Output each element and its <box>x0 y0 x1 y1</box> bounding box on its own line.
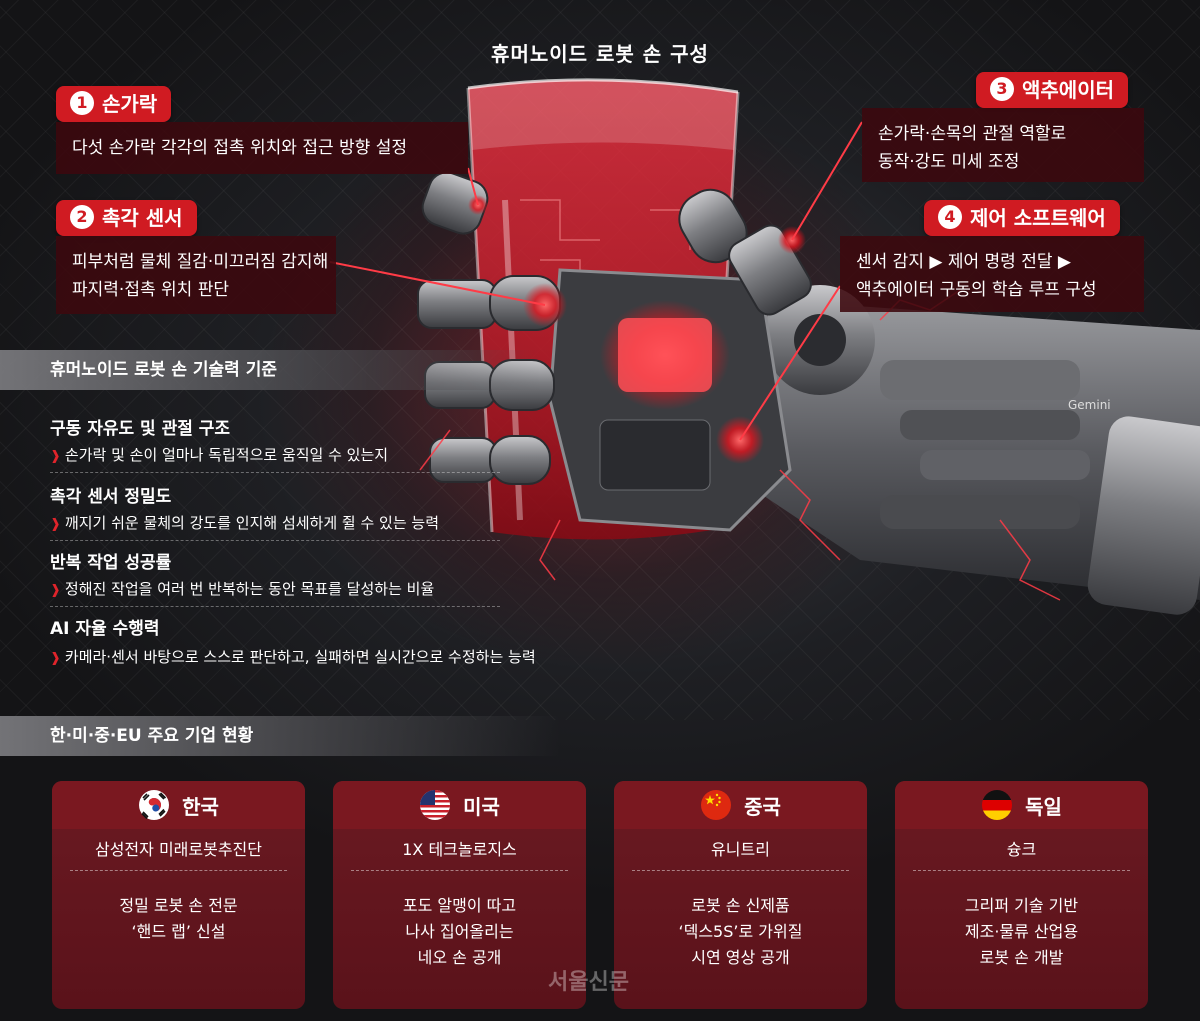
divider <box>50 606 500 607</box>
desc-line: ‘덱스5S’로 가위질 <box>678 922 803 941</box>
image-credit: Gemini <box>1068 398 1111 412</box>
divider <box>50 540 500 541</box>
component-label: 액추에이터 <box>1022 78 1114 102</box>
country-name: 중국 <box>744 794 781 819</box>
criterion-title: AI 자율 수행력 <box>50 619 160 639</box>
criterion-title: 반복 작업 성공률 <box>50 553 172 573</box>
desc-line: 액추에이터 구동의 학습 루프 구성 <box>856 280 1097 300</box>
number-badge: 3 <box>990 77 1014 101</box>
korea-flag-icon <box>139 790 170 820</box>
component-desc-actuator: 손가락·손목의 관절 역할로 동작·강도 미세 조정 <box>862 108 1144 182</box>
criterion-desc-text: 정해진 작업을 여러 번 반복하는 동안 목표를 달성하는 비율 <box>64 580 435 598</box>
criterion-title: 구동 자유도 및 관절 구조 <box>50 419 231 439</box>
criterion-desc: ❱깨지기 쉬운 물체의 강도를 인지해 섬세하게 쥘 수 있는 능력 <box>50 512 439 533</box>
divider <box>50 472 500 473</box>
desc-line: 로봇 손 개발 <box>979 948 1064 967</box>
chevron-right-icon: ❱ <box>50 583 61 598</box>
company-name: 유니트리 <box>632 829 849 871</box>
company-desc: 로봇 손 신제품 ‘덱스5S’로 가위질 시연 영상 공개 <box>614 871 867 971</box>
desc-line: 피부처럼 물체 질감·미끄러짐 감지해 <box>72 252 329 272</box>
company-card-usa: 미국 1X 테크놀로지스 포도 알맹이 따고 나사 집어올리는 네오 손 공개 <box>333 781 586 1009</box>
desc-line: 파지력·접촉 위치 판단 <box>72 280 229 300</box>
card-header: 미국 <box>333 781 586 829</box>
criterion-desc: ❱손가락 및 손이 얼마나 독립적으로 움직일 수 있는지 <box>50 444 388 465</box>
desc-line: 동작·강도 미세 조정 <box>878 152 1020 172</box>
leader-lines <box>329 121 863 441</box>
criteria-header: 휴머노이드 로봇 손 기술력 기준 <box>0 350 540 390</box>
chevron-right-icon: ❱ <box>50 651 61 666</box>
company-name: 1X 테크놀로지스 <box>351 829 568 871</box>
desc-line: 정밀 로봇 손 전문 <box>119 896 238 915</box>
criterion-desc-text: 손가락 및 손이 얼마나 독립적으로 움직일 수 있는지 <box>64 446 389 464</box>
china-flag-icon <box>701 790 732 820</box>
company-desc: 정밀 로봇 손 전문 ‘핸드 랩’ 신설 <box>52 871 305 945</box>
chevron-right-icon: ❱ <box>50 449 61 464</box>
desc-line: 네오 손 공개 <box>417 948 502 967</box>
desc-line: 제조·물류 산업용 <box>964 922 1079 941</box>
component-label: 제어 소프트웨어 <box>970 206 1106 230</box>
component-label: 촉각 센서 <box>102 206 183 230</box>
criterion-desc: ❱정해진 작업을 여러 번 반복하는 동안 목표를 달성하는 비율 <box>50 578 434 599</box>
desc-line: 손가락·손목의 관절 역할로 <box>878 124 1067 144</box>
desc-line: 다섯 손가락 각각의 접촉 위치와 접근 방향 설정 <box>72 138 407 158</box>
card-header: 한국 <box>52 781 305 829</box>
desc-line: 그리퍼 기술 기반 <box>964 896 1079 915</box>
country-name: 미국 <box>463 794 500 819</box>
publisher-watermark: 서울신문 <box>548 969 629 995</box>
component-desc-control-software: 센서 감지 ▶ 제어 명령 전달 ▶ 액추에이터 구동의 학습 루프 구성 <box>840 236 1144 312</box>
chevron-right-icon: ❱ <box>50 517 61 532</box>
company-card-germany: 독일 슝크 그리퍼 기술 기반 제조·물류 산업용 로봇 손 개발 <box>895 781 1148 1009</box>
companies-header: 한·미·중·EU 주요 기업 현황 <box>0 716 560 756</box>
component-tag-tactile-sensor: 2 촉각 센서 <box>56 200 197 236</box>
company-desc: 그리퍼 기술 기반 제조·물류 산업용 로봇 손 개발 <box>895 871 1148 971</box>
number-badge: 4 <box>938 205 962 229</box>
desc-line: 나사 집어올리는 <box>405 922 514 941</box>
country-name: 한국 <box>182 794 219 819</box>
main-title: 휴머노이드 로봇 손 구성 <box>491 42 709 66</box>
robot-hand-illustration <box>329 78 1200 615</box>
component-tag-fingers: 1 손가락 <box>56 86 172 122</box>
number-badge: 2 <box>70 205 94 229</box>
company-name: 슝크 <box>913 829 1130 871</box>
card-header: 독일 <box>895 781 1148 829</box>
company-desc: 포도 알맹이 따고 나사 집어올리는 네오 손 공개 <box>333 871 586 971</box>
criterion-desc-text: 카메라·센서 바탕으로 스스로 판단하고, 실패하면 실시간으로 수정하는 능력 <box>64 648 536 666</box>
component-tag-control-software: 4 제어 소프트웨어 <box>924 200 1120 236</box>
company-card-china: 중국 유니트리 로봇 손 신제품 ‘덱스5S’로 가위질 시연 영상 공개 <box>614 781 867 1009</box>
component-tag-actuator: 3 액추에이터 <box>976 72 1128 108</box>
usa-flag-icon <box>420 790 451 820</box>
criterion-desc: ❱카메라·센서 바탕으로 스스로 판단하고, 실패하면 실시간으로 수정하는 능… <box>50 646 536 667</box>
company-card-korea: 한국 삼성전자 미래로봇추진단 정밀 로봇 손 전문 ‘핸드 랩’ 신설 <box>52 781 305 1009</box>
component-label: 손가락 <box>102 92 158 116</box>
number-badge: 1 <box>70 91 94 115</box>
desc-line: 포도 알맹이 따고 <box>402 896 517 915</box>
forearm-shape <box>740 285 1200 615</box>
company-name: 삼성전자 미래로봇추진단 <box>70 829 287 871</box>
component-desc-fingers: 다섯 손가락 각각의 접촉 위치와 접근 방향 설정 <box>56 122 468 174</box>
desc-line: 시연 영상 공개 <box>691 948 790 967</box>
germany-flag-icon <box>982 790 1013 820</box>
desc-line: 로봇 손 신제품 <box>691 896 790 915</box>
criterion-title: 촉각 센서 정밀도 <box>50 487 172 507</box>
palm-plate-shape <box>548 268 792 532</box>
component-desc-tactile-sensor: 피부처럼 물체 질감·미끄러짐 감지해 파지력·접촉 위치 판단 <box>56 236 336 314</box>
desc-line: ‘핸드 랩’ 신설 <box>131 922 226 941</box>
card-header: 중국 <box>614 781 867 829</box>
country-name: 독일 <box>1025 794 1062 819</box>
criterion-desc-text: 깨지기 쉬운 물체의 강도를 인지해 섬세하게 쥘 수 있는 능력 <box>64 514 440 532</box>
desc-line: 센서 감지 ▶ 제어 명령 전달 ▶ <box>856 252 1071 272</box>
